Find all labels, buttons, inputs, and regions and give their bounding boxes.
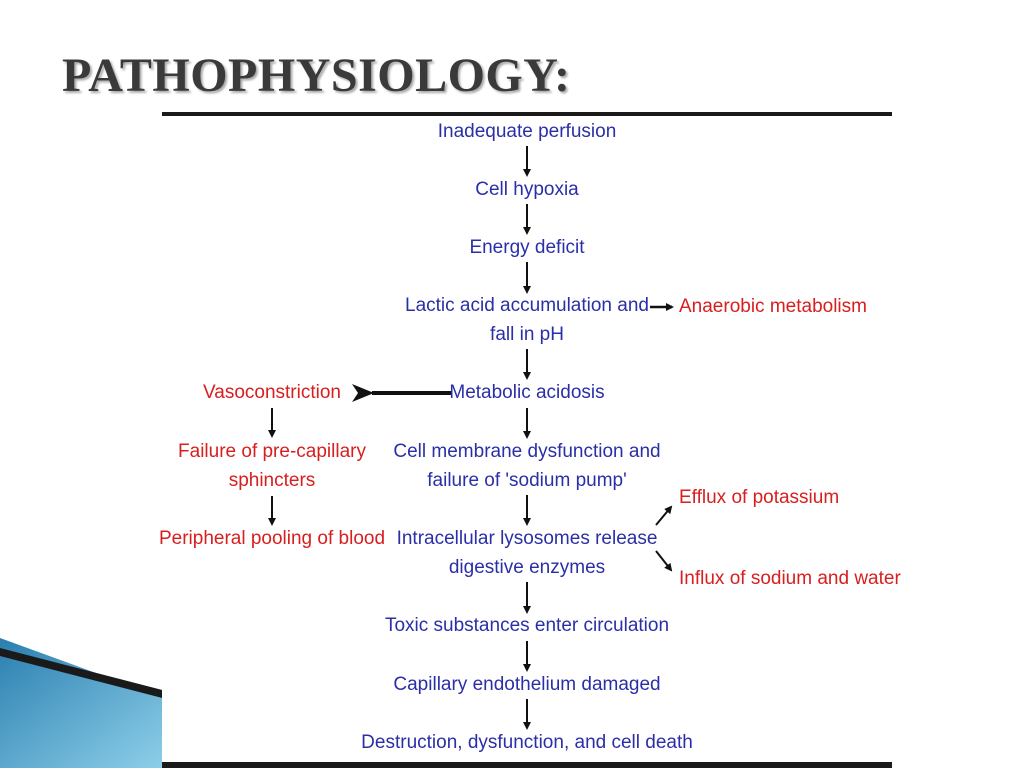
bottom-rule	[162, 762, 892, 768]
node-lysosomes-line2: digestive enzymes	[448, 557, 606, 578]
node-cell-death: Destruction, dysfunction, and cell death	[361, 732, 693, 753]
top-rule	[162, 112, 892, 116]
node-toxic-substances: Toxic substances enter circulation	[384, 615, 670, 636]
node-capillary-endothelium: Capillary endothelium damaged	[393, 674, 661, 695]
arrow-to-efflux	[655, 505, 673, 526]
node-lactic-acid-line2: fall in pH	[490, 324, 564, 345]
node-lactic-acid-line1: Lactic acid accumulation and	[405, 295, 649, 316]
node-metabolic-acidosis: Metabolic acidosis	[449, 382, 605, 403]
node-cell-hypoxia: Cell hypoxia	[475, 179, 579, 200]
node-efflux-potassium: Efflux of potassium	[679, 487, 840, 508]
node-peripheral-pooling: Peripheral pooling of blood	[158, 528, 386, 549]
node-membrane-line2: failure of 'sodium pump'	[427, 470, 627, 491]
node-failure-line2: sphincters	[228, 470, 316, 491]
node-inadequate-perfusion: Inadequate perfusion	[437, 121, 617, 142]
node-energy-deficit: Energy deficit	[469, 237, 585, 258]
node-failure-line1: Failure of pre-capillary	[178, 441, 366, 462]
node-anaerobic-metabolism: Anaerobic metabolism	[679, 296, 867, 317]
node-influx-sodium-water: Influx of sodium and water	[679, 568, 901, 589]
slide-title: PATHOPHYSIOLOGY:	[62, 49, 571, 102]
node-vasoconstriction: Vasoconstriction	[203, 382, 341, 403]
corner-decoration	[0, 638, 170, 768]
node-membrane-line1: Cell membrane dysfunction and	[393, 441, 661, 462]
arrow-to-influx	[655, 550, 673, 572]
node-lysosomes-line1: Intracellular lysosomes release	[396, 528, 658, 549]
